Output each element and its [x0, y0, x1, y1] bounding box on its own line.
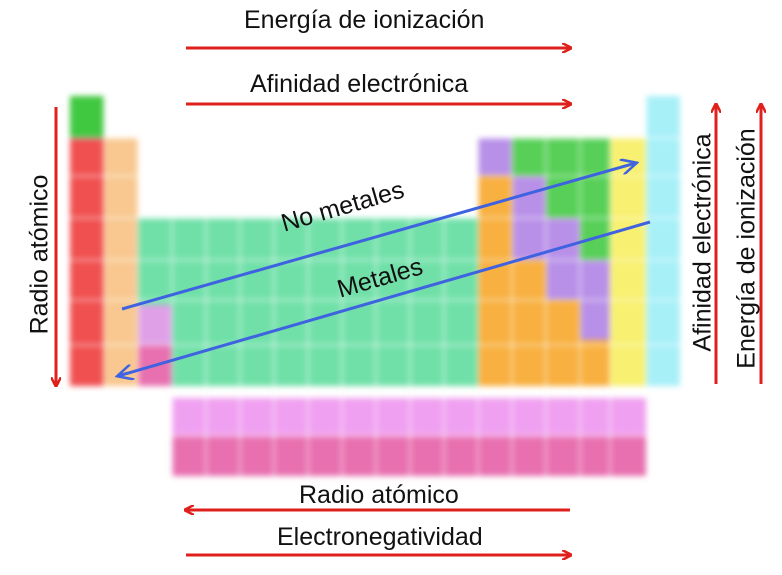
lanthanide-slot [138, 305, 172, 345]
post-transition-col2 [512, 260, 546, 386]
cell-gridlines [70, 96, 680, 476]
top-affinity-label: Afinidad electrónica [250, 70, 469, 98]
metals-arrow [118, 220, 651, 376]
metalloid-boron [478, 138, 512, 176]
post-transition-col1 [478, 176, 512, 386]
left-radius-label: Radio atómico [25, 174, 54, 335]
post-transition-col4 [580, 340, 610, 386]
right-affinity-label: Afinidad electrónica [688, 133, 717, 352]
post-transition-col3 [546, 300, 580, 386]
bottom-radius-label: Radio atómico [299, 481, 459, 509]
noble-gases-block [646, 96, 680, 386]
right-ionization-label: Energía de ionización [732, 128, 761, 369]
periodic-table [70, 96, 680, 476]
top-ionization-label: Energía de ionización [244, 6, 485, 34]
hydrogen-cell [70, 96, 104, 138]
nonmetals-row3 [546, 176, 610, 218]
bottom-electroneg-label: Electronegatividad [277, 523, 483, 551]
nonmetals-row2 [512, 138, 610, 176]
no-metals-arrow [121, 163, 636, 311]
